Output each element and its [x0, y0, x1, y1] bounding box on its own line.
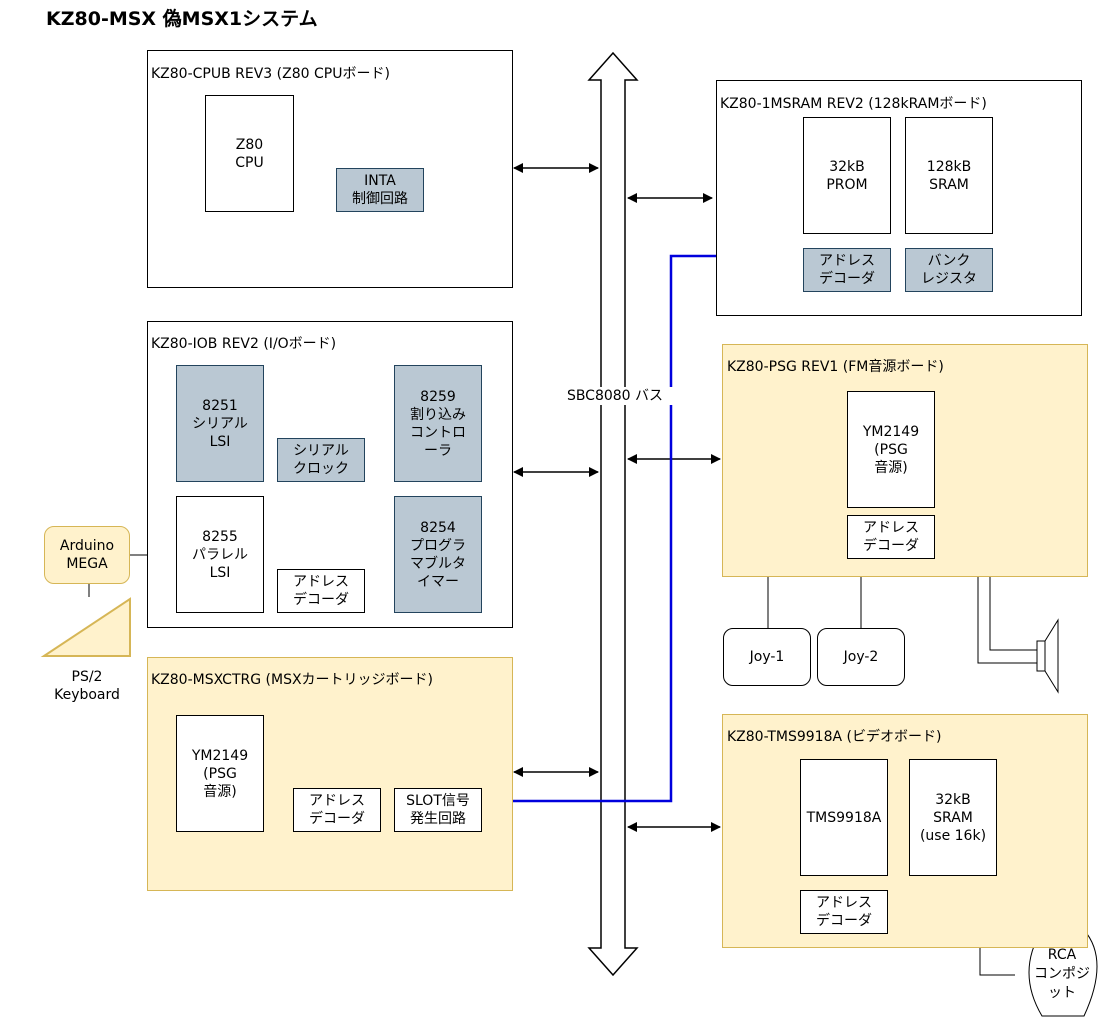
- speaker-cone: [1044, 618, 1059, 694]
- arduino-mega-label: Arduino MEGA: [59, 538, 115, 572]
- slot-signal-circuit-label: SLOT信号 発生回路: [406, 793, 470, 827]
- serial-clock-label: シリアル クロック: [293, 443, 349, 477]
- sram-chip-label: 128kB SRAM: [926, 158, 972, 193]
- board-iob-label: KZ80-IOB REV2 (I/Oボード): [151, 336, 337, 352]
- joy1-label: Joy-1: [749, 649, 785, 665]
- chip-8251-label: 8251 シリアル LSI: [192, 397, 248, 450]
- speaker-body: [1036, 640, 1046, 672]
- psg-ym2149-label: YM2149 (PSG 音源): [862, 423, 920, 476]
- ps2-keyboard-label: PS/2 Keyboard: [54, 669, 120, 703]
- psg-ym2149: YM2149 (PSG 音源): [847, 391, 935, 508]
- arduino-mega: Arduino MEGA: [44, 526, 130, 584]
- msxctrg-ym2149-label: YM2149 (PSG 音源): [191, 747, 249, 800]
- msxctrg-ym2149: YM2149 (PSG 音源): [176, 715, 264, 832]
- rca-link: [979, 948, 1015, 976]
- keyboard-shape: [40, 597, 131, 657]
- joy1: Joy-1: [723, 628, 811, 686]
- prom-chip: 32kB PROM: [803, 117, 891, 234]
- cpu-chip: Z80 CPU: [205, 95, 294, 212]
- chip-8259-label: 8259 割り込み コントロ ーラ: [410, 388, 466, 459]
- board-cpub-label: KZ80-CPUB REV3 (Z80 CPUボード): [151, 66, 390, 82]
- vram-chip: 32kB SRAM (use 16k): [909, 759, 997, 876]
- board-msxctrg-label: KZ80-MSXCTRG (MSXカートリッジボード): [151, 672, 434, 688]
- slot-signal-line: [483, 254, 716, 803]
- chip-8251: 8251 シリアル LSI: [176, 365, 264, 482]
- msxctrg-address-decoder-label: アドレス デコーダ: [309, 793, 365, 827]
- speaker-wire-a: [977, 577, 1037, 664]
- board-sram-label: KZ80-1MSRAM REV2 (128kRAMボード): [720, 96, 987, 112]
- psg-address-decoder-label: アドレス デコーダ: [863, 520, 919, 554]
- bus-label: SBC8080 バス: [540, 387, 690, 405]
- vdp-chip: TMS9918A: [800, 759, 888, 876]
- msxctrg-address-decoder: アドレス デコーダ: [293, 788, 381, 832]
- sram-address-decoder-label: アドレス デコーダ: [819, 253, 875, 287]
- chip-8254: 8254 プログラ マブルタ イマー: [394, 496, 482, 613]
- inta-circuit: INTA 制御回路: [336, 168, 424, 212]
- board-sram: [716, 80, 1082, 316]
- vram-chip-label: 32kB SRAM (use 16k): [919, 791, 987, 844]
- chip-8255: 8255 パラレル LSI: [176, 496, 264, 613]
- tms-address-decoder: アドレス デコーダ: [800, 890, 888, 934]
- sram-address-decoder: アドレス デコーダ: [803, 248, 891, 292]
- chip-8255-label: 8255 パラレル LSI: [192, 528, 248, 581]
- bus-arrow: [587, 51, 639, 977]
- diagram-title: KZ80-MSX 偽MSX1システム: [46, 8, 318, 30]
- chip-8254-label: 8254 プログラ マブルタ イマー: [410, 519, 466, 590]
- board-tms-label: KZ80-TMS9918A (ビデオボード): [727, 729, 942, 745]
- speaker-wire-b: [989, 577, 1037, 651]
- joy2: Joy-2: [817, 628, 905, 686]
- iob-address-decoder: アドレス デコーダ: [277, 569, 365, 613]
- cpu-chip-label: Z80 CPU: [235, 136, 264, 171]
- chip-8259: 8259 割り込み コントロ ーラ: [394, 365, 482, 482]
- inta-circuit-label: INTA 制御回路: [352, 173, 408, 207]
- sram-chip: 128kB SRAM: [905, 117, 993, 234]
- board-cpub: [147, 50, 513, 288]
- slot-signal-circuit: SLOT信号 発生回路: [394, 788, 482, 832]
- vdp-chip-label: TMS9918A: [806, 809, 882, 826]
- tms-address-decoder-label: アドレス デコーダ: [816, 895, 872, 929]
- joy2-label: Joy-2: [843, 649, 879, 665]
- iob-address-decoder-label: アドレス デコーダ: [293, 574, 349, 608]
- serial-clock: シリアル クロック: [277, 438, 365, 482]
- rca-shape: [1028, 929, 1098, 1017]
- psg-address-decoder: アドレス デコーダ: [847, 515, 935, 559]
- bank-register: バンク レジスタ: [905, 248, 993, 292]
- prom-chip-label: 32kB PROM: [826, 158, 868, 193]
- board-tms: [722, 714, 1088, 948]
- rca-composite-label: RCA コンポジ ット: [1034, 947, 1090, 1001]
- board-psg-label: KZ80-PSG REV1 (FM音源ボード): [727, 359, 944, 375]
- bank-register-label: バンク レジスタ: [921, 253, 977, 287]
